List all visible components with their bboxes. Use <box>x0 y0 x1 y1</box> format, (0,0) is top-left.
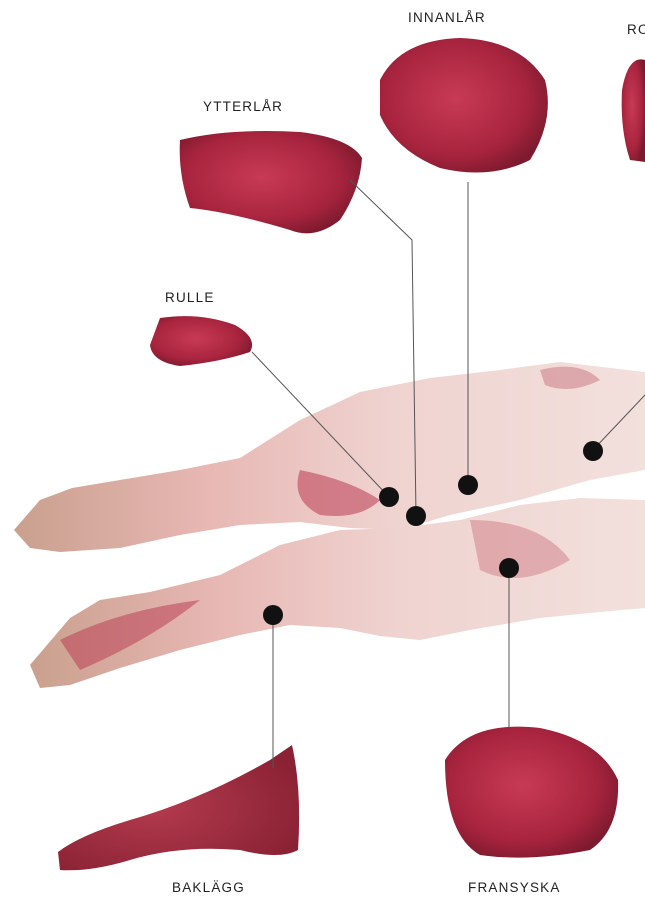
baklagg-cut-image <box>58 745 299 870</box>
ytterlar-cut-image <box>180 131 362 233</box>
marker-baklagg <box>263 605 283 625</box>
ro-cut-image <box>622 59 645 162</box>
label-ytterlar: YTTERLÅR <box>203 99 283 114</box>
marker-fransyska <box>499 558 519 578</box>
label-innanlar: INNANLÅR <box>408 10 486 25</box>
label-baklagg: BAKLÄGG <box>172 880 245 895</box>
innanlar-cut-image <box>380 38 548 173</box>
leg-illustration <box>14 362 645 688</box>
marker-innanlar <box>458 475 478 495</box>
label-rulle: RULLE <box>165 290 215 305</box>
marker-ro <box>583 441 603 461</box>
rulle-cut-image <box>150 316 252 366</box>
label-ro: RO <box>627 22 645 37</box>
fransyska-cut-image <box>445 727 618 858</box>
marker-ytterlar <box>406 506 426 526</box>
label-fransyska: FRANSYSKA <box>468 880 561 895</box>
marker-rulle <box>379 487 399 507</box>
